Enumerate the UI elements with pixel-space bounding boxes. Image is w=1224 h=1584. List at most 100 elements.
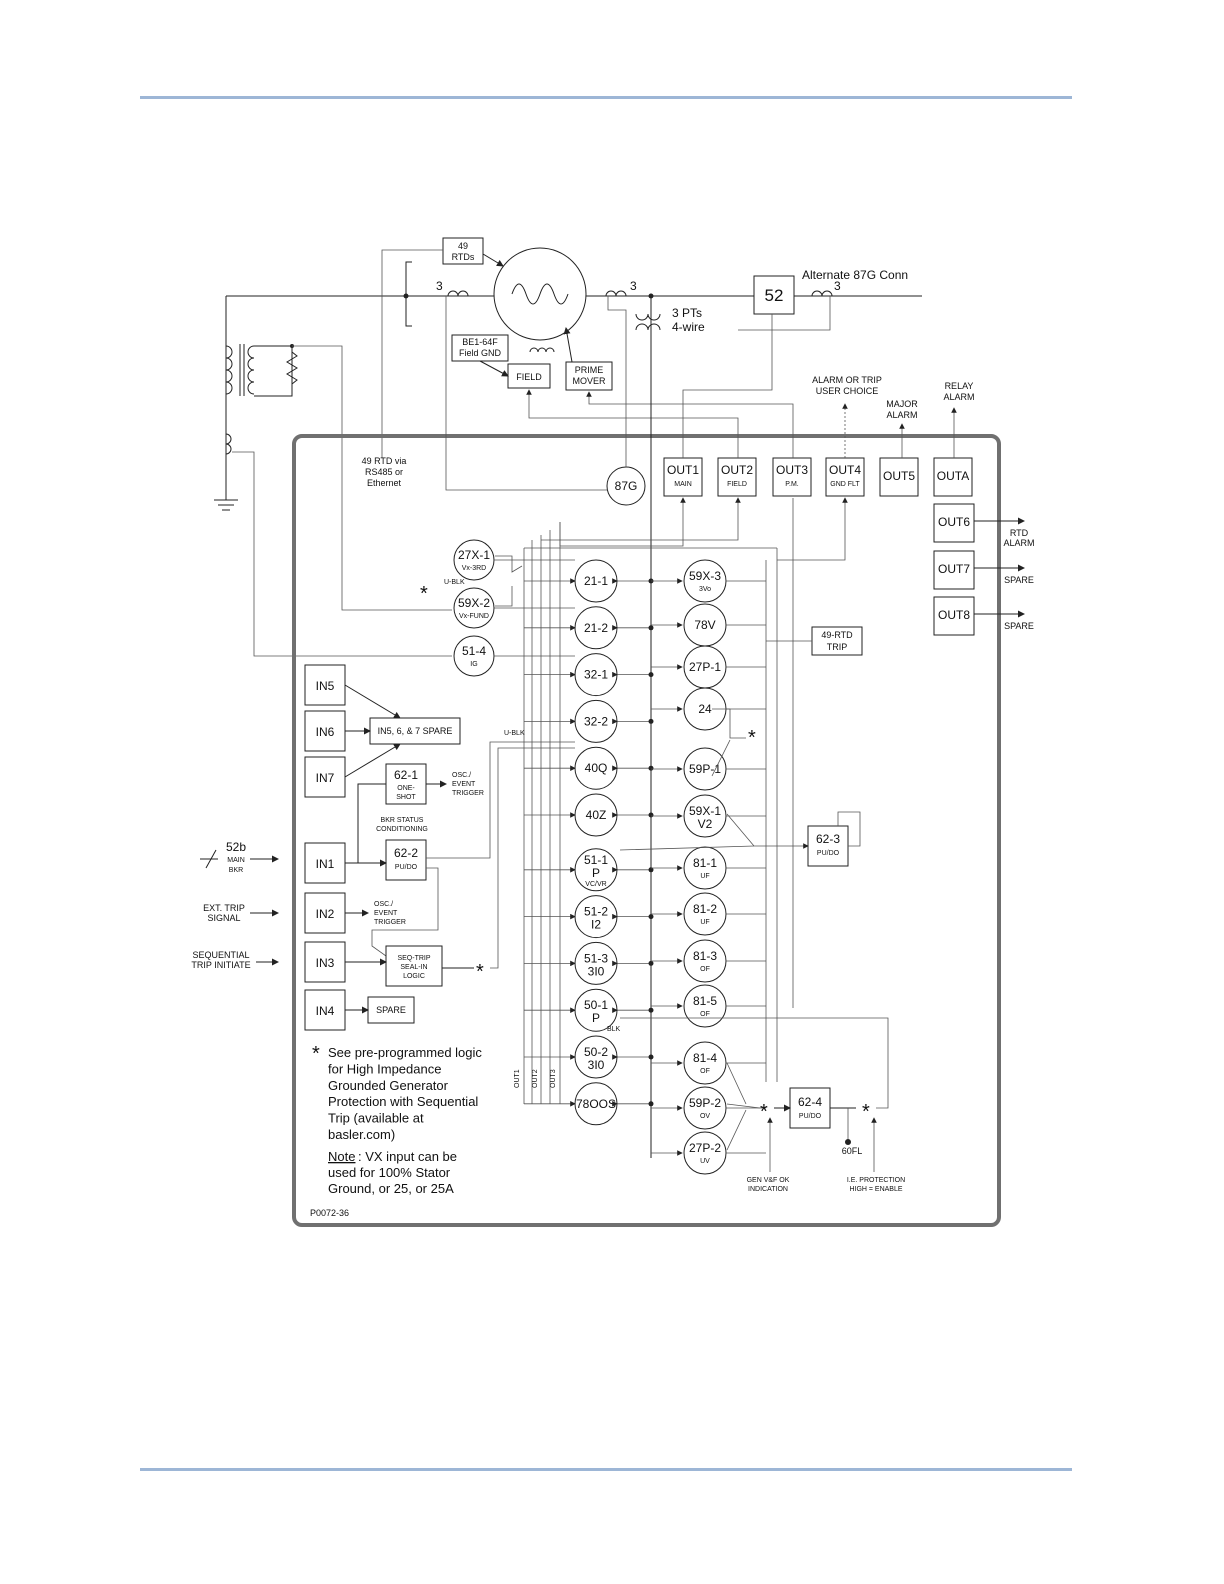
- f62-4-sub: PU/DO: [799, 1113, 822, 1120]
- spare-label: SPARE: [376, 1005, 406, 1015]
- function-81-1-label: 81-1: [693, 856, 717, 870]
- function-59p-2-sub: OV: [700, 1113, 710, 1120]
- primary-system: 3 3 3 49 RTDs 52 Alternate 87G Conn 3 PT…: [214, 237, 922, 657]
- ext-52b-1: 52b: [226, 840, 246, 854]
- rtd-trip-box: [811, 626, 863, 656]
- seq-init-2: TRIP INITIATE: [191, 960, 250, 970]
- output-out1-box: [663, 457, 703, 497]
- field-gnd-2: Field GND: [459, 348, 502, 358]
- function-50-2-sub2: 3I0: [588, 1058, 605, 1072]
- function-51-3-label: 51-3: [584, 951, 608, 965]
- output-out2-box: [717, 457, 757, 497]
- input-in4-label: IN4: [316, 1004, 335, 1018]
- f62-1-sub1: ONE-: [397, 785, 415, 792]
- input-in1-box: [304, 842, 346, 884]
- bkr-status-1: BKR STATUS: [381, 817, 424, 824]
- header-rule: [140, 96, 1072, 99]
- note-line-1: : VX input can be: [358, 1149, 457, 1164]
- input-in2-label: IN2: [316, 907, 335, 921]
- function-51-1-sub: VC/VR: [585, 881, 606, 888]
- ie-prot-2: HIGH = ENABLE: [849, 1186, 902, 1193]
- seq-trip-3: LOGIC: [403, 973, 425, 980]
- function-51-4-sub: IG: [470, 661, 477, 668]
- breaker-52: [753, 275, 795, 315]
- ct-count-1: 3: [436, 279, 443, 293]
- f62-4-label: 62-4: [798, 1095, 822, 1109]
- output-out2-label: OUT2: [721, 463, 753, 477]
- note-line-3: Ground, or 25, or 25A: [328, 1181, 454, 1196]
- output-out8-dest-0: SPARE: [1004, 621, 1034, 631]
- footer-rule: [140, 1468, 1072, 1471]
- footnote-line-4: Trip (available at: [328, 1111, 424, 1126]
- bus-out2: OUT2: [532, 1069, 539, 1088]
- pts-label-2: 4-wire: [672, 320, 705, 334]
- function-59x-1-sub2: V2: [698, 817, 713, 831]
- osc-2a: OSC./: [374, 901, 393, 908]
- gen-vf-1: GEN V&F OK: [747, 1177, 790, 1184]
- output-out7-dest-0: SPARE: [1004, 575, 1034, 585]
- breaker-label: 52: [765, 286, 784, 305]
- osc-1a: OSC./: [452, 772, 471, 779]
- input-in7-box: [304, 756, 346, 798]
- star-24: *: [748, 727, 756, 749]
- footnote-line-3: Protection with Sequential: [328, 1094, 478, 1109]
- function-21-2-label: 21-2: [584, 621, 608, 635]
- seq-trip-box: [385, 945, 443, 987]
- rtds-box: [442, 237, 484, 265]
- osc-2c: TRIGGER: [374, 919, 406, 926]
- output-out8-label: OUT8: [938, 608, 970, 622]
- note-line-2: used for 100% Stator: [328, 1165, 451, 1180]
- rtd-trip-2: TRIP: [827, 642, 848, 652]
- output-outa-label: OUTA: [937, 469, 969, 483]
- footnote-star: *: [312, 1043, 320, 1065]
- input-in2-box: [304, 892, 346, 934]
- function-21-1-label: 21-1: [584, 574, 608, 588]
- rtd-via-3: Ethernet: [367, 478, 402, 488]
- output-out7-label: OUT7: [938, 562, 970, 576]
- ct-count-3: 3: [834, 279, 841, 293]
- right-functions: 59X-33Vo78V27P-12459P-159X-1V281-1UF81-2…: [651, 559, 766, 1175]
- output-out4-sub: GND FLT: [830, 481, 860, 488]
- function-27p-2-sub: UV: [700, 1158, 710, 1165]
- alarm-trip-1: ALARM OR TRIP: [812, 375, 882, 385]
- output-out3-box: [772, 457, 812, 497]
- f62-2-sub: PU/DO: [395, 864, 418, 871]
- function-32-2-label: 32-2: [584, 714, 608, 728]
- function-59p-1-label: 59P-1: [689, 762, 721, 776]
- function-81-4-sub: OF: [700, 1068, 710, 1075]
- function-51-1-label: 51-1: [584, 853, 608, 867]
- input-in5-box: [304, 664, 346, 706]
- input-in5-label: IN5: [316, 679, 335, 693]
- function-51-2-label: 51-2: [584, 905, 608, 919]
- field-gnd-1: BE1-64F: [462, 337, 498, 347]
- alarm-trip-2: USER CHOICE: [816, 386, 879, 396]
- function-27x-1-label: 27X-1: [458, 548, 490, 562]
- alt-87g-label: Alternate 87G Conn: [802, 268, 908, 282]
- output-out6-box: [933, 503, 975, 543]
- u-blk-1: U-BLK: [444, 579, 465, 586]
- f62-1-sub2: SHOT: [396, 794, 416, 801]
- footnote-line-0: See pre-programmed logic: [328, 1045, 482, 1060]
- function-40q-label: 40Q: [585, 761, 608, 775]
- relay-boundary: [292, 434, 1001, 1227]
- function-81-1-sub: UF: [700, 873, 709, 880]
- output-out4-label: OUT4: [829, 463, 861, 477]
- prime-mover-2: MOVER: [572, 376, 606, 386]
- function-50-1-label: 50-1: [584, 998, 608, 1012]
- in567-spare-label: IN5, 6, & 7 SPARE: [378, 726, 453, 736]
- bus-out3: OUT3: [550, 1069, 557, 1088]
- osc-2b: EVENT: [374, 910, 398, 917]
- output-out1-sub: MAIN: [674, 481, 692, 488]
- function-62-4: [789, 1087, 831, 1129]
- osc-1b: EVENT: [452, 781, 476, 788]
- seq-trip-2: SEAL-IN: [400, 964, 427, 971]
- osc-1c: TRIGGER: [452, 790, 484, 797]
- f62-3-label: 62-3: [816, 832, 840, 846]
- footnote-line-5: basler.com): [328, 1127, 395, 1142]
- relay-alarm-2: ALARM: [943, 392, 974, 402]
- output-out6-dest-1: ALARM: [1003, 538, 1034, 548]
- function-81-3-sub: OF: [700, 966, 710, 973]
- ext-trip-2: SIGNAL: [207, 913, 240, 923]
- function-59x-3-label: 59X-3: [689, 569, 721, 583]
